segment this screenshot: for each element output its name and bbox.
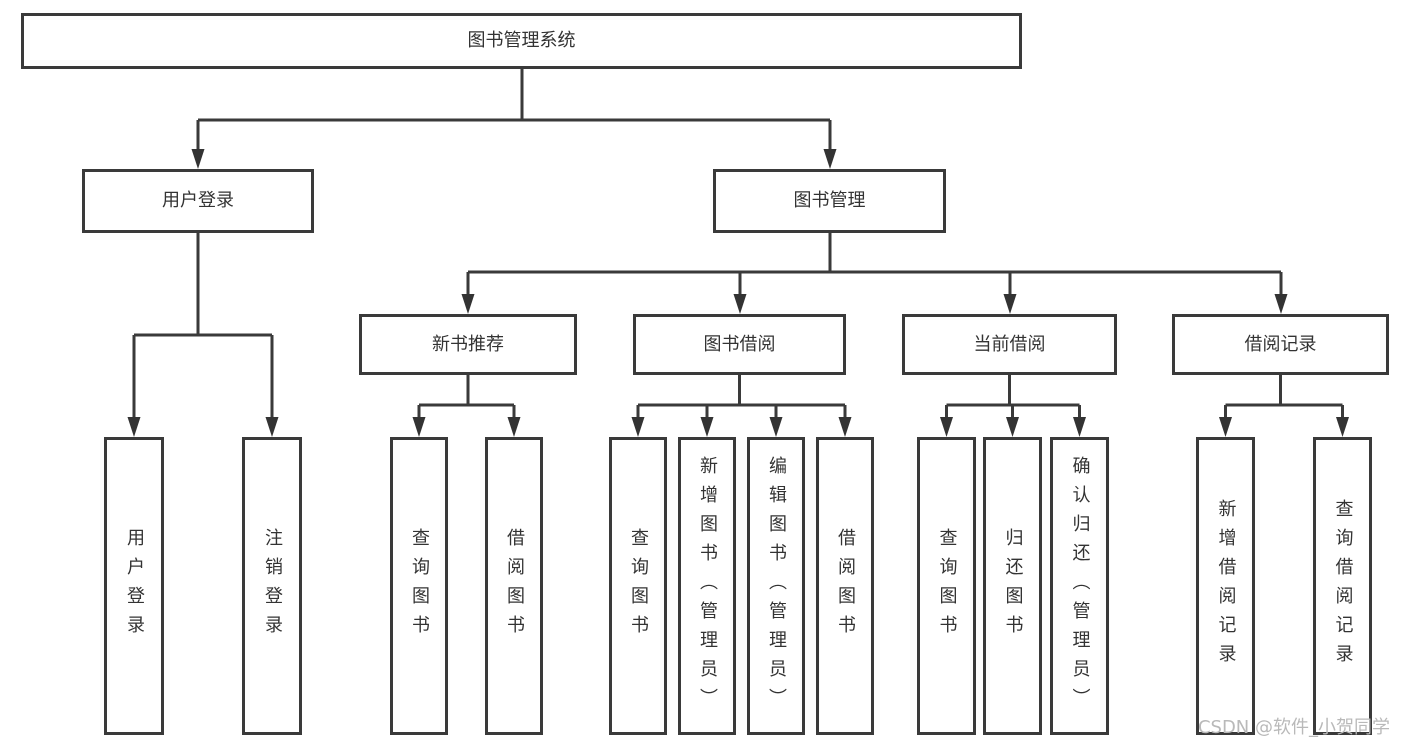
arrowhead — [838, 417, 852, 437]
arrowhead — [265, 417, 279, 437]
arrowhead — [700, 417, 714, 437]
arrowhead — [823, 149, 837, 169]
leaf-current-return: 归还图书 — [983, 437, 1042, 735]
leaf-new-books-borrow: 借阅图书 — [485, 437, 543, 735]
node-label: 归还图书 — [1002, 528, 1024, 644]
leaf-borrow-add-book: 新增图书（管理员） — [678, 437, 736, 735]
node-label: 借阅记录 — [1244, 333, 1317, 355]
connector-group-new-books — [412, 375, 521, 437]
node-new-books: 新书推荐 — [359, 314, 577, 375]
connector-user-login-children — [127, 233, 279, 437]
node-label: 新增借阅记录 — [1215, 499, 1237, 673]
node-label: 查询借阅记录 — [1332, 499, 1354, 673]
node-label: 图书管理系统 — [467, 30, 576, 51]
arrowhead — [769, 417, 783, 437]
leaf-records-query: 查询借阅记录 — [1313, 437, 1372, 735]
arrowhead — [940, 417, 953, 437]
connector-group-borrow-records — [1219, 375, 1349, 437]
leaf-logout: 注销登录 — [242, 437, 302, 735]
node-label: 查询图书 — [936, 528, 958, 644]
node-label: 当前借阅 — [973, 333, 1046, 355]
connector-group-book-borrow — [631, 375, 852, 437]
node-label: 图书借阅 — [703, 333, 776, 355]
leaf-borrow-edit-book: 编辑图书（管理员） — [747, 437, 805, 735]
node-label: 查询图书 — [409, 528, 430, 644]
node-label: 编辑图书（管理员） — [766, 455, 787, 717]
arrowhead — [1336, 417, 1349, 437]
node-label: 用户登录 — [124, 528, 145, 644]
arrowhead — [507, 417, 521, 437]
node-book-management: 图书管理 — [713, 169, 946, 233]
node-current-borrow: 当前借阅 — [902, 314, 1117, 375]
node-borrow-records: 借阅记录 — [1172, 314, 1389, 375]
leaf-current-confirm-return: 确认归还（管理员） — [1050, 437, 1109, 735]
arrowhead — [631, 417, 645, 437]
leaf-records-add: 新增借阅记录 — [1196, 437, 1255, 735]
leaf-borrow-book: 借阅图书 — [816, 437, 874, 735]
connector-book-management-groups — [461, 233, 1288, 314]
arrowhead — [1006, 417, 1019, 437]
node-label: 确认归还（管理员） — [1069, 455, 1091, 717]
arrowhead — [733, 294, 747, 314]
arrowhead — [127, 417, 141, 437]
arrowhead — [1219, 417, 1232, 437]
csdn-watermark: CSDN @软件_小贺同学 — [1197, 717, 1390, 738]
node-label: 新书推荐 — [432, 333, 504, 355]
leaf-current-query: 查询图书 — [917, 437, 976, 735]
node-root-system: 图书管理系统 — [21, 13, 1022, 69]
node-label: 用户登录 — [162, 190, 234, 211]
node-label: 图书管理 — [793, 190, 866, 211]
connector-group-current-borrow — [940, 375, 1086, 437]
node-label: 借阅图书 — [504, 528, 525, 644]
arrowhead — [412, 417, 426, 437]
arrowhead — [1003, 294, 1017, 314]
connector-root-to-level2 — [191, 69, 837, 169]
arrowhead — [191, 149, 205, 169]
arrowhead — [1274, 294, 1288, 314]
arrowhead — [1073, 417, 1086, 437]
node-label: 新增图书（管理员） — [697, 455, 718, 717]
node-label: 注销登录 — [262, 528, 283, 644]
node-label: 查询图书 — [628, 528, 649, 644]
leaf-borrow-query: 查询图书 — [609, 437, 667, 735]
node-label: 借阅图书 — [835, 528, 856, 644]
leaf-user-login: 用户登录 — [104, 437, 164, 735]
node-book-borrow: 图书借阅 — [633, 314, 846, 375]
node-user-login: 用户登录 — [82, 169, 314, 233]
leaf-new-books-query: 查询图书 — [390, 437, 448, 735]
arrowhead — [461, 294, 475, 314]
